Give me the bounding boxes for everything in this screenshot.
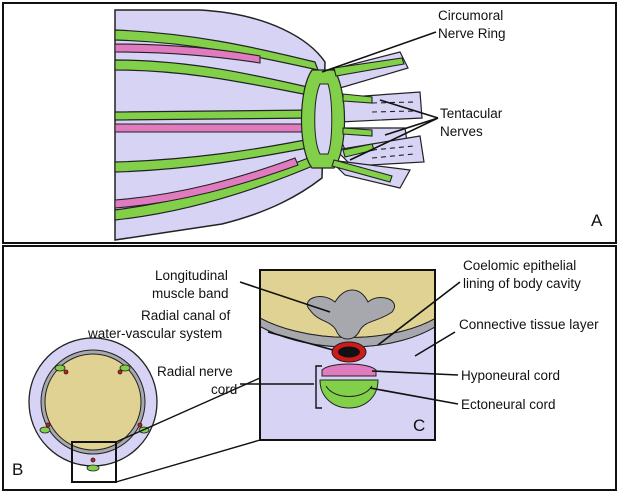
circumoral-nerve-ring — [300, 69, 346, 169]
panel-letter-c: C — [413, 416, 425, 435]
label-longitudinal-1: Longitudinal — [155, 268, 228, 283]
label-coelomic-2: lining of body cavity — [463, 276, 581, 291]
label-longitudinal-2: muscle band — [152, 286, 229, 301]
label-ectoneural: Ectoneural cord — [461, 397, 556, 412]
label-radial-nerve-2: cord — [211, 382, 237, 397]
muscle-bands — [114, 43, 307, 209]
label-radial-canal-2: water-vascular system — [87, 326, 222, 341]
label-hyponeural: Hyponeural cord — [461, 368, 560, 383]
zoom-box — [71, 441, 117, 483]
panel-letter-a: A — [591, 211, 603, 230]
label-connective: Connective tissue layer — [459, 317, 599, 332]
zoom-connectors — [115, 377, 261, 483]
panel-c-leaders — [239, 281, 461, 405]
label-circumoral-2: Nerve Ring — [438, 26, 506, 41]
label-radial-canal-1: Radial canal of — [141, 308, 231, 323]
tentacle-canals — [371, 101, 415, 159]
longitudinal-muscle-shape — [307, 289, 395, 340]
label-radial-nerve-1: Radial nerve — [157, 364, 233, 379]
label-coelomic-1: Coelomic epithelial — [463, 258, 576, 273]
label-tentacular-1: Tentacular — [440, 106, 503, 121]
label-circumoral-1: Circumoral — [438, 8, 503, 23]
tentacular-nerves — [331, 57, 405, 183]
panel-letter-b: B — [12, 460, 23, 479]
label-tentacular-2: Nerves — [440, 124, 483, 139]
radial-nerves — [114, 29, 323, 221]
panel-a-leaders — [321, 31, 439, 161]
panel-b-cross-section — [28, 337, 158, 483]
panel-bc: B — [2, 245, 617, 491]
panel-a: Circumoral Nerve Ring Tentacular Nerves … — [2, 2, 617, 244]
